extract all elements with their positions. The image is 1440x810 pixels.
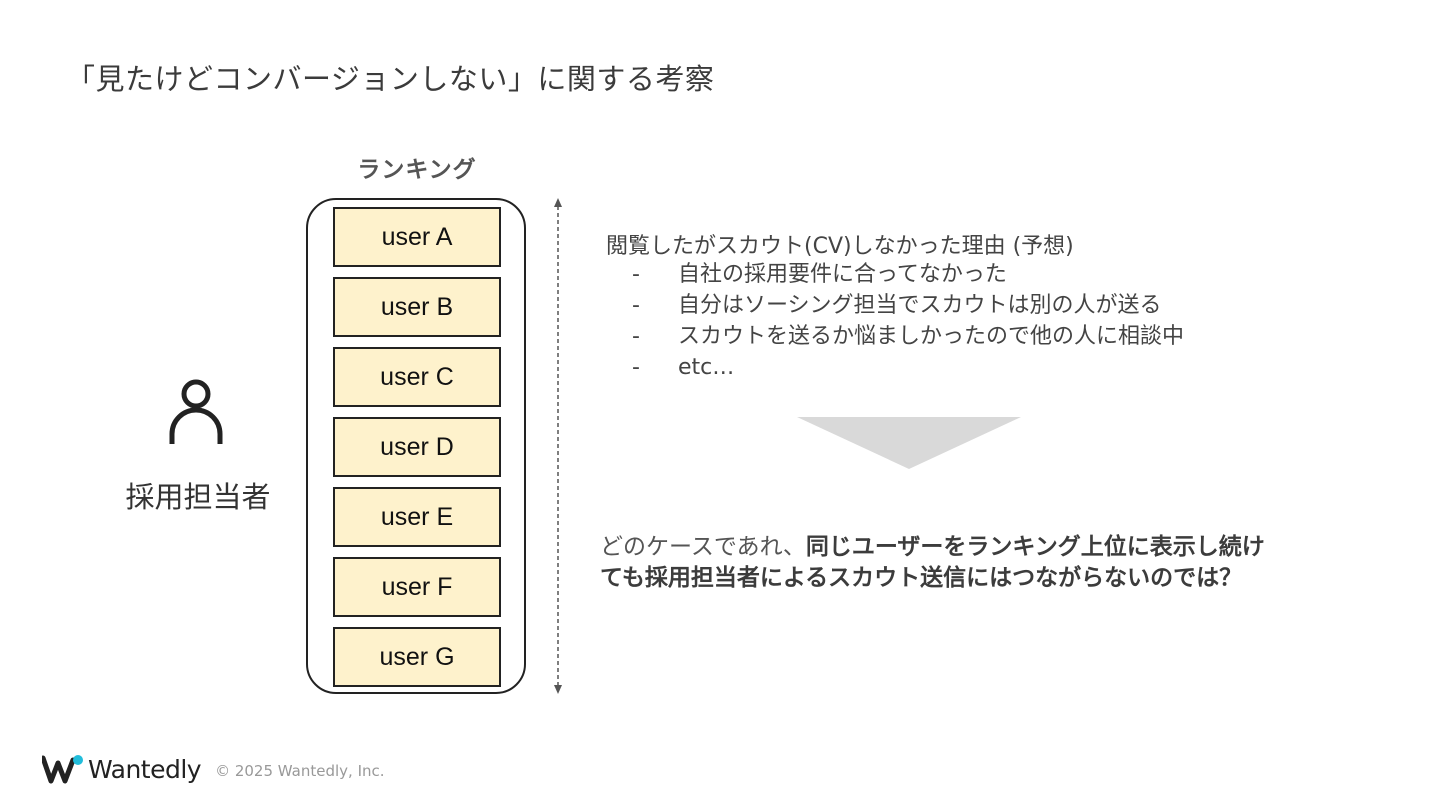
user-list: user A user B user C user D user E user F user…: [333, 207, 501, 697]
reason-text: 自分はソーシング担当でスカウトは別の人が送る: [678, 293, 1162, 318]
conclusion-text: どのケースであれ、同じユーザーをランキング上位に表示し続けても採用担当者によるス…: [600, 532, 1280, 594]
ranking-user-item: user D: [333, 417, 501, 477]
ranking-title: ランキング: [357, 157, 477, 183]
reason-item: - etc…: [632, 352, 1184, 383]
vertical-double-arrow-icon: [554, 198, 562, 694]
reason-bullet: -: [632, 262, 640, 287]
ranking-user-item: user A: [333, 207, 501, 267]
reason-bullet: -: [632, 324, 640, 349]
person-icon: [169, 379, 223, 444]
reason-text: etc…: [678, 355, 735, 380]
ranking-user-item: user G: [333, 627, 501, 687]
person-label: 採用担当者: [125, 480, 271, 514]
down-arrow-icon: [797, 417, 1021, 469]
reason-item: - 自社の採用要件に合ってなかった: [632, 259, 1184, 290]
reason-bullet: -: [632, 293, 640, 318]
copyright: © 2025 Wantedly, Inc.: [215, 762, 385, 780]
brand-name: Wantedly: [88, 754, 202, 784]
ranking-user-item: user F: [333, 557, 501, 617]
reasons-list: -自社の採用要件に合ってなかった-自分はソーシング担当でスカウトは別の人が送る-…: [632, 259, 1184, 383]
conclusion-plain: どのケースであれ、: [600, 534, 806, 560]
reason-text: スカウトを送るか悩ましかったので他の人に相談中: [678, 324, 1185, 349]
ranking-container: [306, 198, 526, 694]
slide-title: 「見たけどコンバージョンしない」に関する考察: [66, 62, 715, 96]
ranking-user-item: user B: [333, 277, 501, 337]
ranking-user-item: user C: [333, 347, 501, 407]
reason-item: - 自分はソーシング担当でスカウトは別の人が送る: [632, 290, 1184, 321]
reasons-heading: 閲覧したがスカウト(CV)しなかった理由 (予想): [606, 234, 1074, 259]
conclusion-bold: 同じユーザーをランキング上位に表示し続けても採用担当者によるスカウト送信にはつな…: [600, 534, 1265, 591]
wantedly-logo-icon: [42, 755, 83, 784]
reason-item: - スカウトを送るか悩ましかったので他の人に相談中: [632, 321, 1184, 352]
footer: Wantedly © 2025 Wantedly, Inc.: [42, 752, 385, 786]
ranking-user-item: user E: [333, 487, 501, 547]
reason-bullet: -: [632, 355, 640, 380]
reason-text: 自社の採用要件に合ってなかった: [678, 262, 1007, 287]
